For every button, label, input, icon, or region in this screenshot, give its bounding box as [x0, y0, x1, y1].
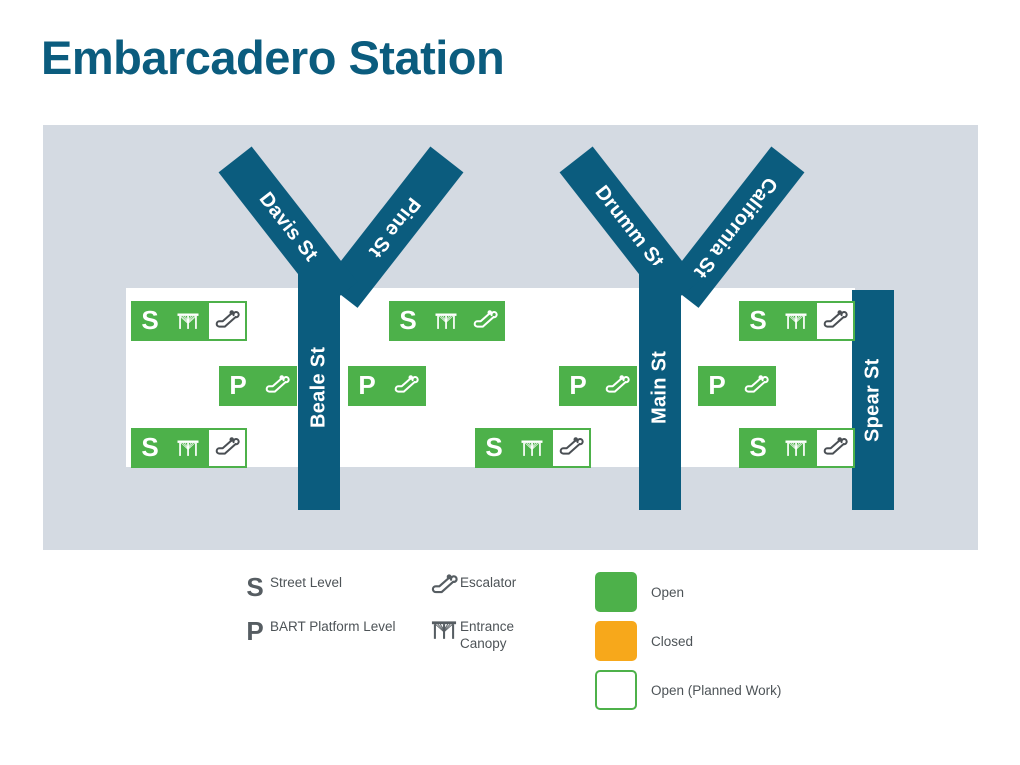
- level-letter-p: P: [698, 366, 736, 406]
- legend-item-escalator: Escalator: [430, 572, 516, 600]
- level-letter-s: S: [131, 428, 169, 468]
- entrance-badge-sw-street[interactable]: S: [131, 428, 247, 468]
- street-beale-st[interactable]: Beale St: [298, 265, 340, 510]
- page-title: Embarcadero Station: [41, 31, 505, 84]
- street-label-drumm-st: Drumm St: [590, 181, 669, 273]
- escalator-icon: [465, 301, 505, 341]
- station-map-panel: Pine St Davis St Beale St California St …: [43, 125, 978, 550]
- legend-label: BART Platform Level: [270, 619, 396, 634]
- level-letter-p: P: [559, 366, 597, 406]
- legend-label: Closed: [651, 633, 694, 649]
- entrance-badge-se-street[interactable]: S: [739, 428, 855, 468]
- entrance-badge-nw-street[interactable]: S: [131, 301, 247, 341]
- legend-column-levels: S Street Level P BART Platform Level: [240, 572, 396, 660]
- entrance-canopy-icon: [777, 428, 815, 468]
- entrance-badge-ne-street[interactable]: S: [739, 301, 855, 341]
- map-legend: S Street Level P BART Platform Level Esc…: [240, 572, 860, 710]
- entrance-badge-sc-street[interactable]: S: [475, 428, 591, 468]
- legend-column-statuses: Open Closed Open (Planned Work): [595, 572, 781, 719]
- level-letter-s: S: [739, 301, 777, 341]
- legend-item-status-open: Open: [595, 572, 781, 612]
- legend-item-street-level: S Street Level: [240, 572, 396, 600]
- street-label-main-st: Main St: [648, 350, 671, 425]
- entrance-canopy-icon: [169, 301, 207, 341]
- escalator-icon: [386, 366, 426, 406]
- legend-label: Entrance Canopy: [460, 619, 515, 651]
- status-swatch-planned: [595, 670, 637, 710]
- legend-label: Escalator: [460, 575, 517, 590]
- legend-label: Open: [651, 584, 685, 600]
- level-letter-s: S: [389, 301, 427, 341]
- entrance-canopy-icon: [427, 301, 465, 341]
- street-spear-st[interactable]: Spear St: [852, 290, 894, 510]
- entrance-canopy-icon: [513, 428, 551, 468]
- entrance-canopy-icon: [169, 428, 207, 468]
- escalator-icon: [207, 301, 247, 341]
- level-letter-s: S: [131, 301, 169, 341]
- level-letter-p: P: [219, 366, 257, 406]
- platform-level-p-icon: P: [246, 616, 264, 646]
- legend-column-features: Escalator Entrance Canopy: [430, 572, 516, 667]
- legend-item-platform-level: P BART Platform Level: [240, 616, 396, 646]
- escalator-icon: [597, 366, 637, 406]
- street-label-davis-st: Davis St: [254, 188, 323, 266]
- escalator-icon: [257, 366, 297, 406]
- escalator-icon: [815, 301, 855, 341]
- status-swatch-closed: [595, 621, 637, 661]
- street-label-california-st: California St: [689, 172, 782, 283]
- street-label-beale-st: Beale St: [307, 346, 330, 429]
- escalator-icon: [815, 428, 855, 468]
- escalator-icon: [207, 428, 247, 468]
- escalator-icon: [430, 572, 460, 600]
- street-label-spear-st: Spear St: [861, 358, 884, 442]
- entrance-badge-ne-platform[interactable]: P: [698, 366, 776, 406]
- legend-item-status-planned: Open (Planned Work): [595, 670, 781, 710]
- status-swatch-open: [595, 572, 637, 612]
- legend-item-status-closed: Closed: [595, 621, 781, 661]
- legend-label: Open (Planned Work): [651, 682, 782, 698]
- street-level-s-icon: S: [246, 572, 264, 602]
- entrance-badge-ec-platform[interactable]: P: [559, 366, 637, 406]
- legend-label: Street Level: [270, 575, 343, 590]
- entrance-badge-nc-street[interactable]: S: [389, 301, 505, 341]
- entrance-canopy-icon: [777, 301, 815, 341]
- level-letter-p: P: [348, 366, 386, 406]
- entrance-badge-wc-platform[interactable]: P: [348, 366, 426, 406]
- entrance-canopy-icon: [430, 616, 460, 644]
- escalator-icon: [551, 428, 591, 468]
- escalator-icon: [736, 366, 776, 406]
- level-letter-s: S: [739, 428, 777, 468]
- level-letter-s: S: [475, 428, 513, 468]
- entrance-badge-nw-platform[interactable]: P: [219, 366, 297, 406]
- legend-item-entrance-canopy: Entrance Canopy: [430, 616, 516, 653]
- street-main-st[interactable]: Main St: [639, 265, 681, 510]
- street-label-pine-st: Pine St: [364, 193, 425, 262]
